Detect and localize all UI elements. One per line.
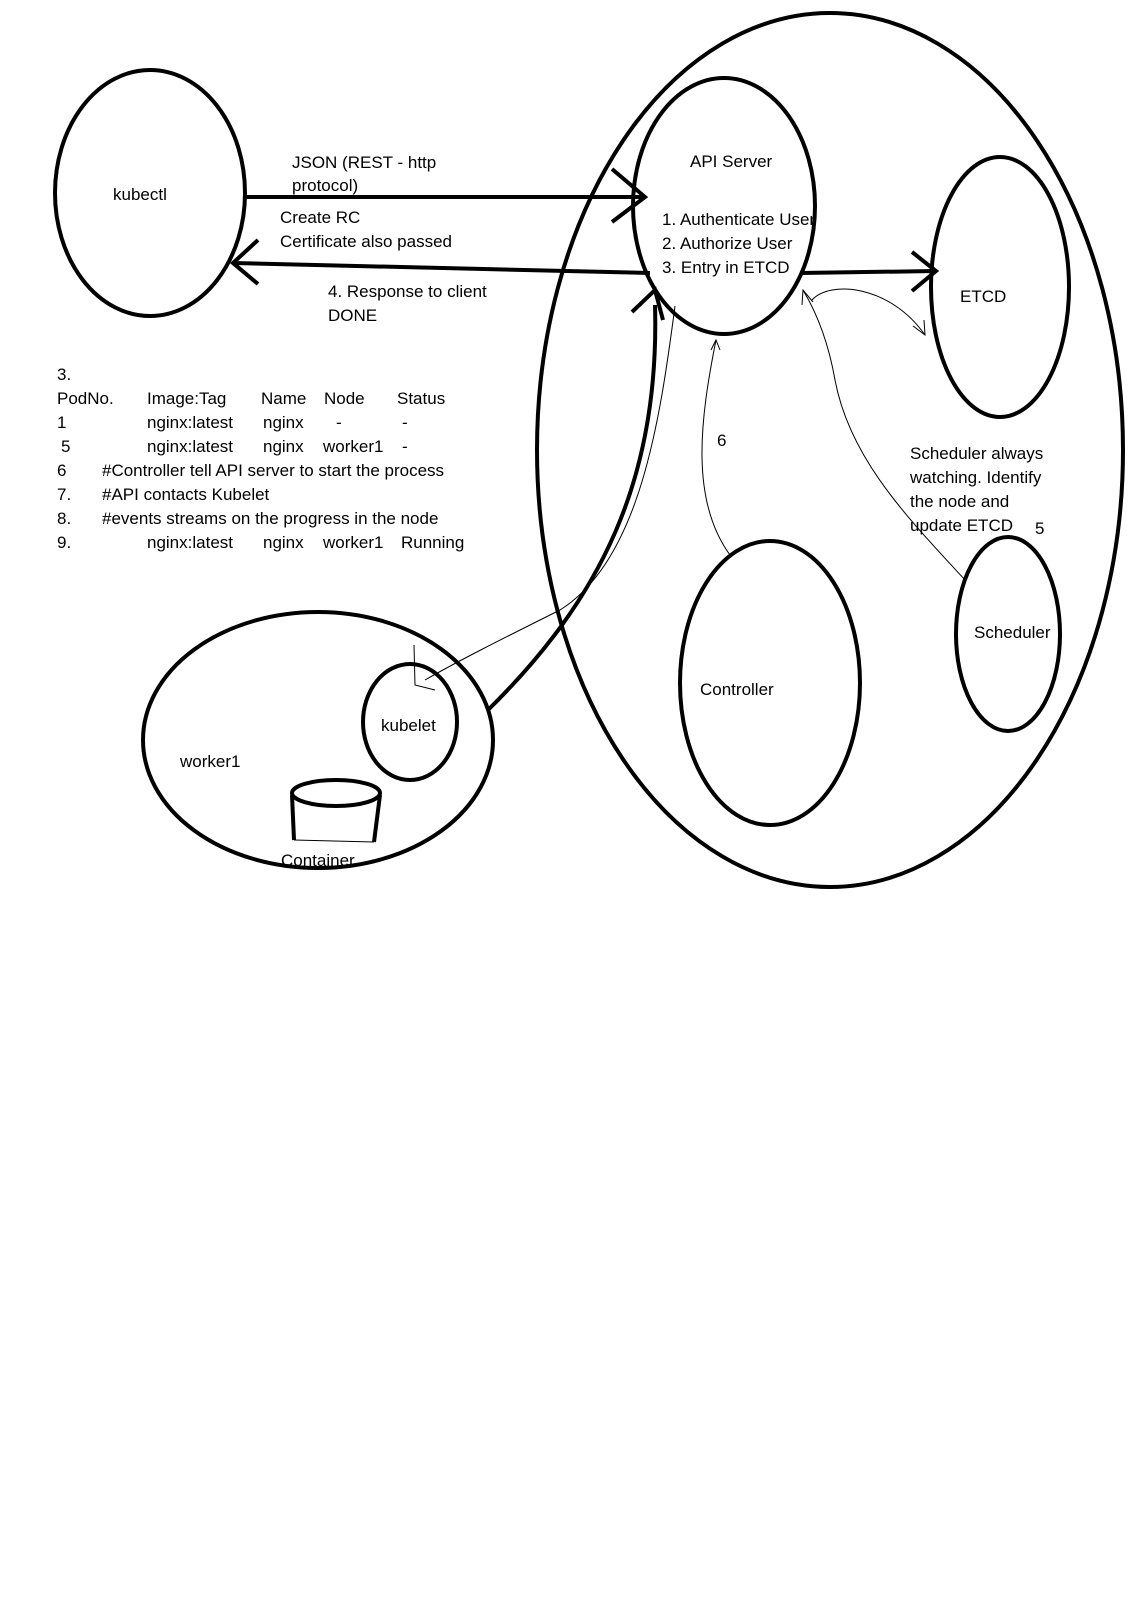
pod-note-7-number: 7.	[57, 485, 71, 504]
pod-row-1-status: -	[402, 413, 408, 432]
container-icon	[290, 778, 382, 843]
pod-note-6-text: #Controller tell API server to start the…	[102, 461, 444, 480]
worker-node	[141, 610, 495, 870]
response-label-1: 4. Response to client	[328, 282, 487, 301]
scheduler-step-label: 5	[1035, 519, 1044, 538]
api-step-authenticate: 1. Authenticate User	[662, 210, 815, 229]
pod-table-col-podno: PodNo.	[57, 389, 114, 408]
etcd-arrow	[799, 250, 940, 293]
pod-table-heading: 3.	[57, 365, 71, 384]
pod-row-9-name: nginx	[263, 533, 304, 552]
pod-note-8-number: 8.	[57, 509, 71, 528]
scheduler-note-1: Scheduler always	[910, 444, 1043, 463]
request-label-2: protocol)	[292, 176, 358, 195]
worker-label: worker1	[179, 752, 240, 771]
kubelet-api-arrow	[486, 286, 665, 712]
pod-row-1-podno: 1	[57, 413, 66, 432]
pod-row-1-image: nginx:latest	[147, 413, 233, 432]
api-step-authorize: 2. Authorize User	[662, 234, 793, 253]
pod-table: 3. PodNo. Image:Tag Name Node Status 1 n…	[57, 365, 464, 552]
etcd-node	[929, 155, 1071, 419]
pod-note-6-number: 6	[57, 461, 66, 480]
pod-table-col-name: Name	[261, 389, 306, 408]
pod-note-7-text: #API contacts Kubelet	[102, 485, 270, 504]
pod-row-2-image: nginx:latest	[147, 437, 233, 456]
api-server-node	[631, 76, 817, 336]
api-kubelet-thin-arrow	[413, 305, 676, 691]
pod-row-9-status: Running	[401, 533, 464, 552]
kubectl-label: kubectl	[113, 185, 167, 204]
request-label-3: Create RC	[280, 208, 360, 227]
container-label: Container	[281, 851, 355, 870]
pod-row-2-podno: 5	[61, 437, 70, 456]
kubectl-node	[53, 68, 247, 318]
scheduler-node	[954, 535, 1062, 733]
controller-node	[678, 539, 862, 827]
pod-row-2-status: -	[402, 437, 408, 456]
request-arrow	[245, 167, 649, 224]
pod-row-1-node: -	[336, 413, 342, 432]
scheduler-note-3: the node and	[910, 492, 1009, 511]
scheduler-api-arrow	[801, 288, 966, 581]
controller-api-arrow	[701, 338, 731, 556]
pod-row-9-image: nginx:latest	[147, 533, 233, 552]
pod-row-2-node: worker1	[322, 437, 383, 456]
pod-table-col-image: Image:Tag	[147, 389, 226, 408]
request-label-4: Certificate also passed	[280, 232, 452, 251]
controller-step-label: 6	[717, 431, 726, 450]
kubelet-label: kubelet	[381, 716, 436, 735]
controller-label: Controller	[700, 680, 774, 699]
scheduler-note-4: update ETCD	[910, 516, 1013, 535]
scheduler-note-2: watching. Identify	[909, 468, 1042, 487]
api-server-label: API Server	[690, 152, 773, 171]
pod-row-9-number: 9.	[57, 533, 71, 552]
scheduler-label: Scheduler	[974, 623, 1051, 642]
control-plane-boundary	[535, 11, 1125, 889]
request-label-1: JSON (REST - http	[292, 153, 436, 172]
response-label-2: DONE	[328, 306, 377, 325]
response-arrow	[229, 238, 651, 286]
api-etcd-thin-arrow	[811, 288, 926, 337]
kubelet-node	[361, 662, 459, 782]
pod-row-1-name: nginx	[263, 413, 304, 432]
pod-row-2-name: nginx	[263, 437, 304, 456]
etcd-label: ETCD	[960, 287, 1006, 306]
pod-table-col-node: Node	[324, 389, 365, 408]
pod-row-9-node: worker1	[322, 533, 383, 552]
api-step-etcd-entry: 3. Entry in ETCD	[662, 258, 790, 277]
pod-table-col-status: Status	[397, 389, 445, 408]
pod-note-8-text: #events streams on the progress in the n…	[102, 509, 438, 528]
